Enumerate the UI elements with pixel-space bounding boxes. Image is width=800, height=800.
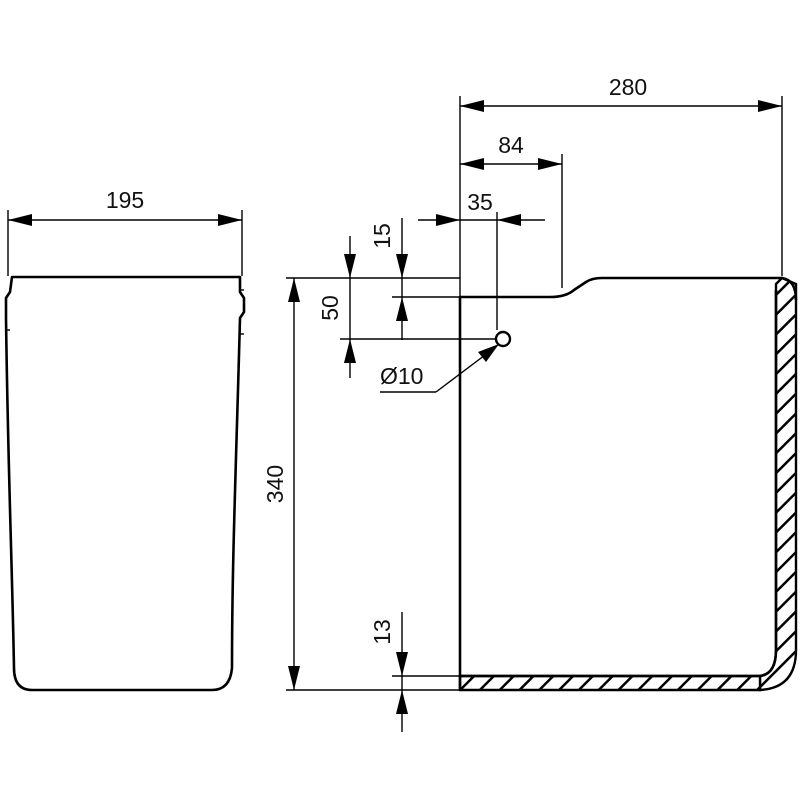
side-view: 195 [4, 187, 246, 692]
label-total-height: 340 [262, 465, 288, 503]
label-top-gap: 15 [369, 223, 395, 249]
dimension-hole-offset: 35 [418, 189, 545, 330]
side-view-outline [4, 275, 246, 692]
label-total-width: 280 [609, 74, 647, 100]
dimension-bottom-thickness: 13 [369, 612, 408, 732]
dimension-top-gap: 15 [369, 218, 408, 340]
dimension-hole-height: 50 [317, 236, 356, 378]
label-inlet-offset: 84 [498, 132, 524, 158]
right-wall-hatch [758, 276, 798, 692]
label-bottom-thickness: 13 [369, 619, 395, 645]
dimension-side-width: 195 [7, 187, 243, 276]
label-hole-offset: 35 [467, 189, 493, 215]
drain-hole [494, 330, 512, 348]
label-hole-diameter: Ø10 [380, 363, 423, 389]
dimension-inlet-offset: 84 [460, 132, 563, 288]
dimension-hole-diameter: Ø10 [380, 344, 499, 393]
label-hole-height: 50 [317, 295, 343, 321]
label-side-width: 195 [106, 187, 144, 213]
section-view: 280 84 35 15 [262, 74, 798, 732]
section-outline [458, 276, 798, 690]
bottom-wall-hatch [458, 674, 762, 692]
dimension-total-width: 280 [459, 74, 783, 296]
dimension-total-height: 340 [262, 278, 300, 690]
